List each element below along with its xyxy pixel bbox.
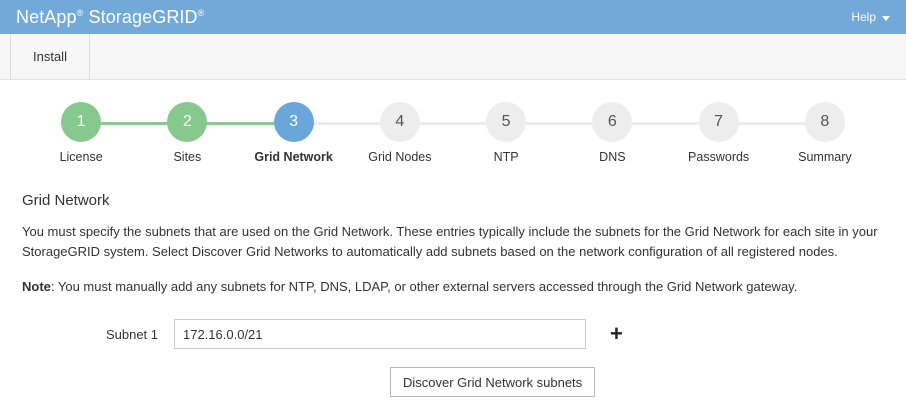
- help-menu[interactable]: Help: [851, 10, 892, 24]
- page-content: 1 License 2 Sites 3 Grid Network 4 Grid …: [0, 102, 906, 398]
- step-connector: [399, 122, 507, 125]
- wizard-step-dns[interactable]: 6 DNS: [506, 102, 665, 164]
- wizard-step-passwords[interactable]: 7 Passwords: [612, 102, 772, 164]
- wizard-step-grid-nodes[interactable]: 4 Grid Nodes: [293, 102, 453, 164]
- wizard-step-license[interactable]: 1 License: [28, 102, 134, 164]
- app-header: NetApp® StorageGRID® Help: [0, 0, 906, 34]
- step-bubble-4[interactable]: 4: [379, 102, 420, 142]
- step-bubble-5[interactable]: 5: [486, 102, 527, 142]
- description-text: You must specify the subnets that are us…: [22, 224, 878, 260]
- step-label-summary: Summary: [798, 150, 852, 164]
- step-label-grid-network: Grid Network: [254, 150, 333, 164]
- step-label-grid-nodes: Grid Nodes: [368, 150, 432, 164]
- note-prefix: Note: [22, 279, 51, 295]
- tab-install-label: Install: [33, 49, 67, 64]
- wizard-step-sites[interactable]: 2 Sites: [81, 102, 240, 164]
- brand-company-trademark-icon: ®: [76, 8, 84, 18]
- step-bubble-3[interactable]: 3: [273, 102, 314, 142]
- help-label: Help: [851, 10, 876, 24]
- step-label-sites: Sites: [173, 150, 202, 164]
- step-label-passwords: Passwords: [688, 150, 750, 164]
- step-bubble-1[interactable]: 1: [61, 102, 102, 142]
- discover-grid-network-subnets-button[interactable]: Discover Grid Network subnets: [390, 367, 596, 398]
- note-body: : You must manually add any subnets for …: [50, 279, 798, 295]
- step-bubble-2[interactable]: 2: [167, 102, 208, 142]
- step-connector: [187, 122, 294, 125]
- step-connector: [293, 122, 400, 125]
- discover-row: Discover Grid Network subnets: [22, 367, 884, 398]
- step-connector: [81, 122, 188, 125]
- tab-install[interactable]: Install: [10, 34, 90, 79]
- note-text: Note: You must manually add any subnets …: [22, 277, 884, 297]
- wizard-step-grid-network[interactable]: 3 Grid Network: [187, 102, 347, 164]
- page-title: Grid Network: [22, 192, 110, 209]
- subnet-label: Subnet 1: [105, 326, 158, 342]
- step-bubble-8[interactable]: 8: [804, 102, 845, 142]
- wizard-steps: 1 License 2 Sites 3 Grid Network 4 Grid …: [22, 102, 884, 164]
- step-label-license: License: [59, 150, 103, 164]
- step-connector: [506, 122, 613, 125]
- subnet-input[interactable]: [174, 319, 586, 350]
- step-connector: [612, 122, 719, 125]
- brand-product-trademark-icon: ®: [197, 8, 205, 18]
- step-connector: [718, 122, 825, 125]
- subnet-row: Subnet 1 +: [22, 319, 884, 350]
- step-bubble-7[interactable]: 7: [698, 102, 739, 142]
- step-label-dns: DNS: [599, 150, 626, 164]
- brand-product: StorageGRID: [88, 7, 198, 27]
- tab-bar: Install: [0, 34, 906, 80]
- chevron-down-icon: [882, 15, 890, 21]
- wizard-step-summary[interactable]: 8 Summary: [718, 102, 878, 164]
- add-subnet-icon[interactable]: +: [610, 321, 623, 347]
- step-bubble-6[interactable]: 6: [592, 102, 633, 142]
- brand-company: NetApp: [16, 7, 77, 27]
- wizard-step-ntp[interactable]: 5 NTP: [399, 102, 559, 164]
- brand-title: NetApp® StorageGRID®: [16, 8, 204, 26]
- step-label-ntp: NTP: [493, 150, 519, 164]
